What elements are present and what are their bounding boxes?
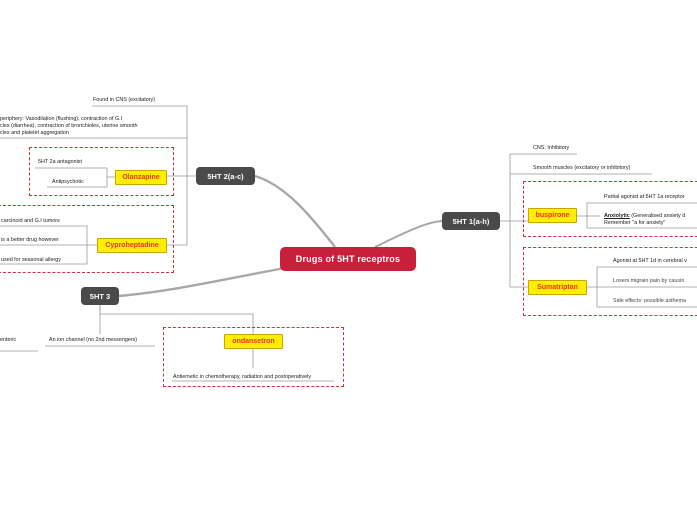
anxiolytic-mnemonic: Remember "a for anxiety" xyxy=(604,219,666,226)
note-cns-inhibitory[interactable]: CNS: Inhibitory xyxy=(533,145,570,151)
drug-cyproheptadine[interactable]: Cyproheptadine xyxy=(97,238,167,253)
fact-migraine-pain[interactable]: Losers migrain pain by causin xyxy=(613,278,685,284)
olanzapine-boundary xyxy=(29,147,174,196)
fact-side-effects[interactable]: Side effects: possible asthema xyxy=(613,298,687,304)
note-periphery-line-2[interactable]: cles (diarrhea), contraction of bronchio… xyxy=(0,123,138,129)
drug-sumatriptan[interactable]: Sumatriptan xyxy=(528,280,587,295)
fact-anxiolytic[interactable]: Anxiolytic (Generalised anxiety d Rememb… xyxy=(604,213,685,227)
fact-antiemetic[interactable]: Antiemetic in chemotherapy, radiation an… xyxy=(173,374,312,380)
anxiolytic-term: Anxiolytic xyxy=(604,213,630,219)
drug-ondansetron[interactable]: ondansetron xyxy=(224,334,283,349)
topic-5ht3[interactable]: 5HT 3 xyxy=(81,287,119,305)
note-cns-excitatory[interactable]: Found in CNS (excitatory) xyxy=(93,97,156,103)
anxiolytic-detail: (Generalised anxiety d xyxy=(631,213,686,219)
fact-better-drug[interactable]: is a better drug however xyxy=(1,237,59,243)
fact-carcinoid[interactable]: carcinoid and G.I tumors xyxy=(1,218,60,224)
central-topic[interactable]: Drugs of 5HT receptros xyxy=(280,247,416,271)
topic-5ht2[interactable]: 5HT 2(a-c) xyxy=(196,167,255,185)
sumatriptan-boundary xyxy=(523,247,697,316)
topic-5ht1[interactable]: 5HT 1(a-h) xyxy=(442,212,500,230)
note-periphery-line-1[interactable]: periphery: Vasodilation (flushing), cont… xyxy=(0,116,123,122)
fact-partial-agonist[interactable]: Partial agonist at 5HT 1a receptor xyxy=(604,194,685,200)
fact-antipsychotic[interactable]: Antipsychotic xyxy=(52,179,84,185)
note-ion-channel[interactable]: An ion channel (no 2nd messengers) xyxy=(49,337,138,343)
ondansetron-boundary xyxy=(163,327,344,387)
note-enteric[interactable]: enteric xyxy=(0,337,17,343)
drug-olanzapine[interactable]: Olanzapine xyxy=(115,170,167,185)
note-smooth-muscles[interactable]: Smooth muscles (excitatory or inhibitory… xyxy=(533,165,631,171)
cyproheptadine-boundary xyxy=(0,205,174,273)
fact-seasonal-allergy[interactable]: used for seasonal allergy xyxy=(1,257,61,263)
fact-5ht2a-antagonist[interactable]: 5HT 2a antagonist xyxy=(38,159,82,165)
drug-buspirone[interactable]: buspirone xyxy=(528,208,577,223)
fact-agonist-5ht1d[interactable]: Agonist at 5HT 1d in cerebral v xyxy=(613,258,687,264)
note-periphery-line-3[interactable]: cles and platelet aggregation xyxy=(0,130,69,136)
buspirone-boundary xyxy=(523,181,697,237)
